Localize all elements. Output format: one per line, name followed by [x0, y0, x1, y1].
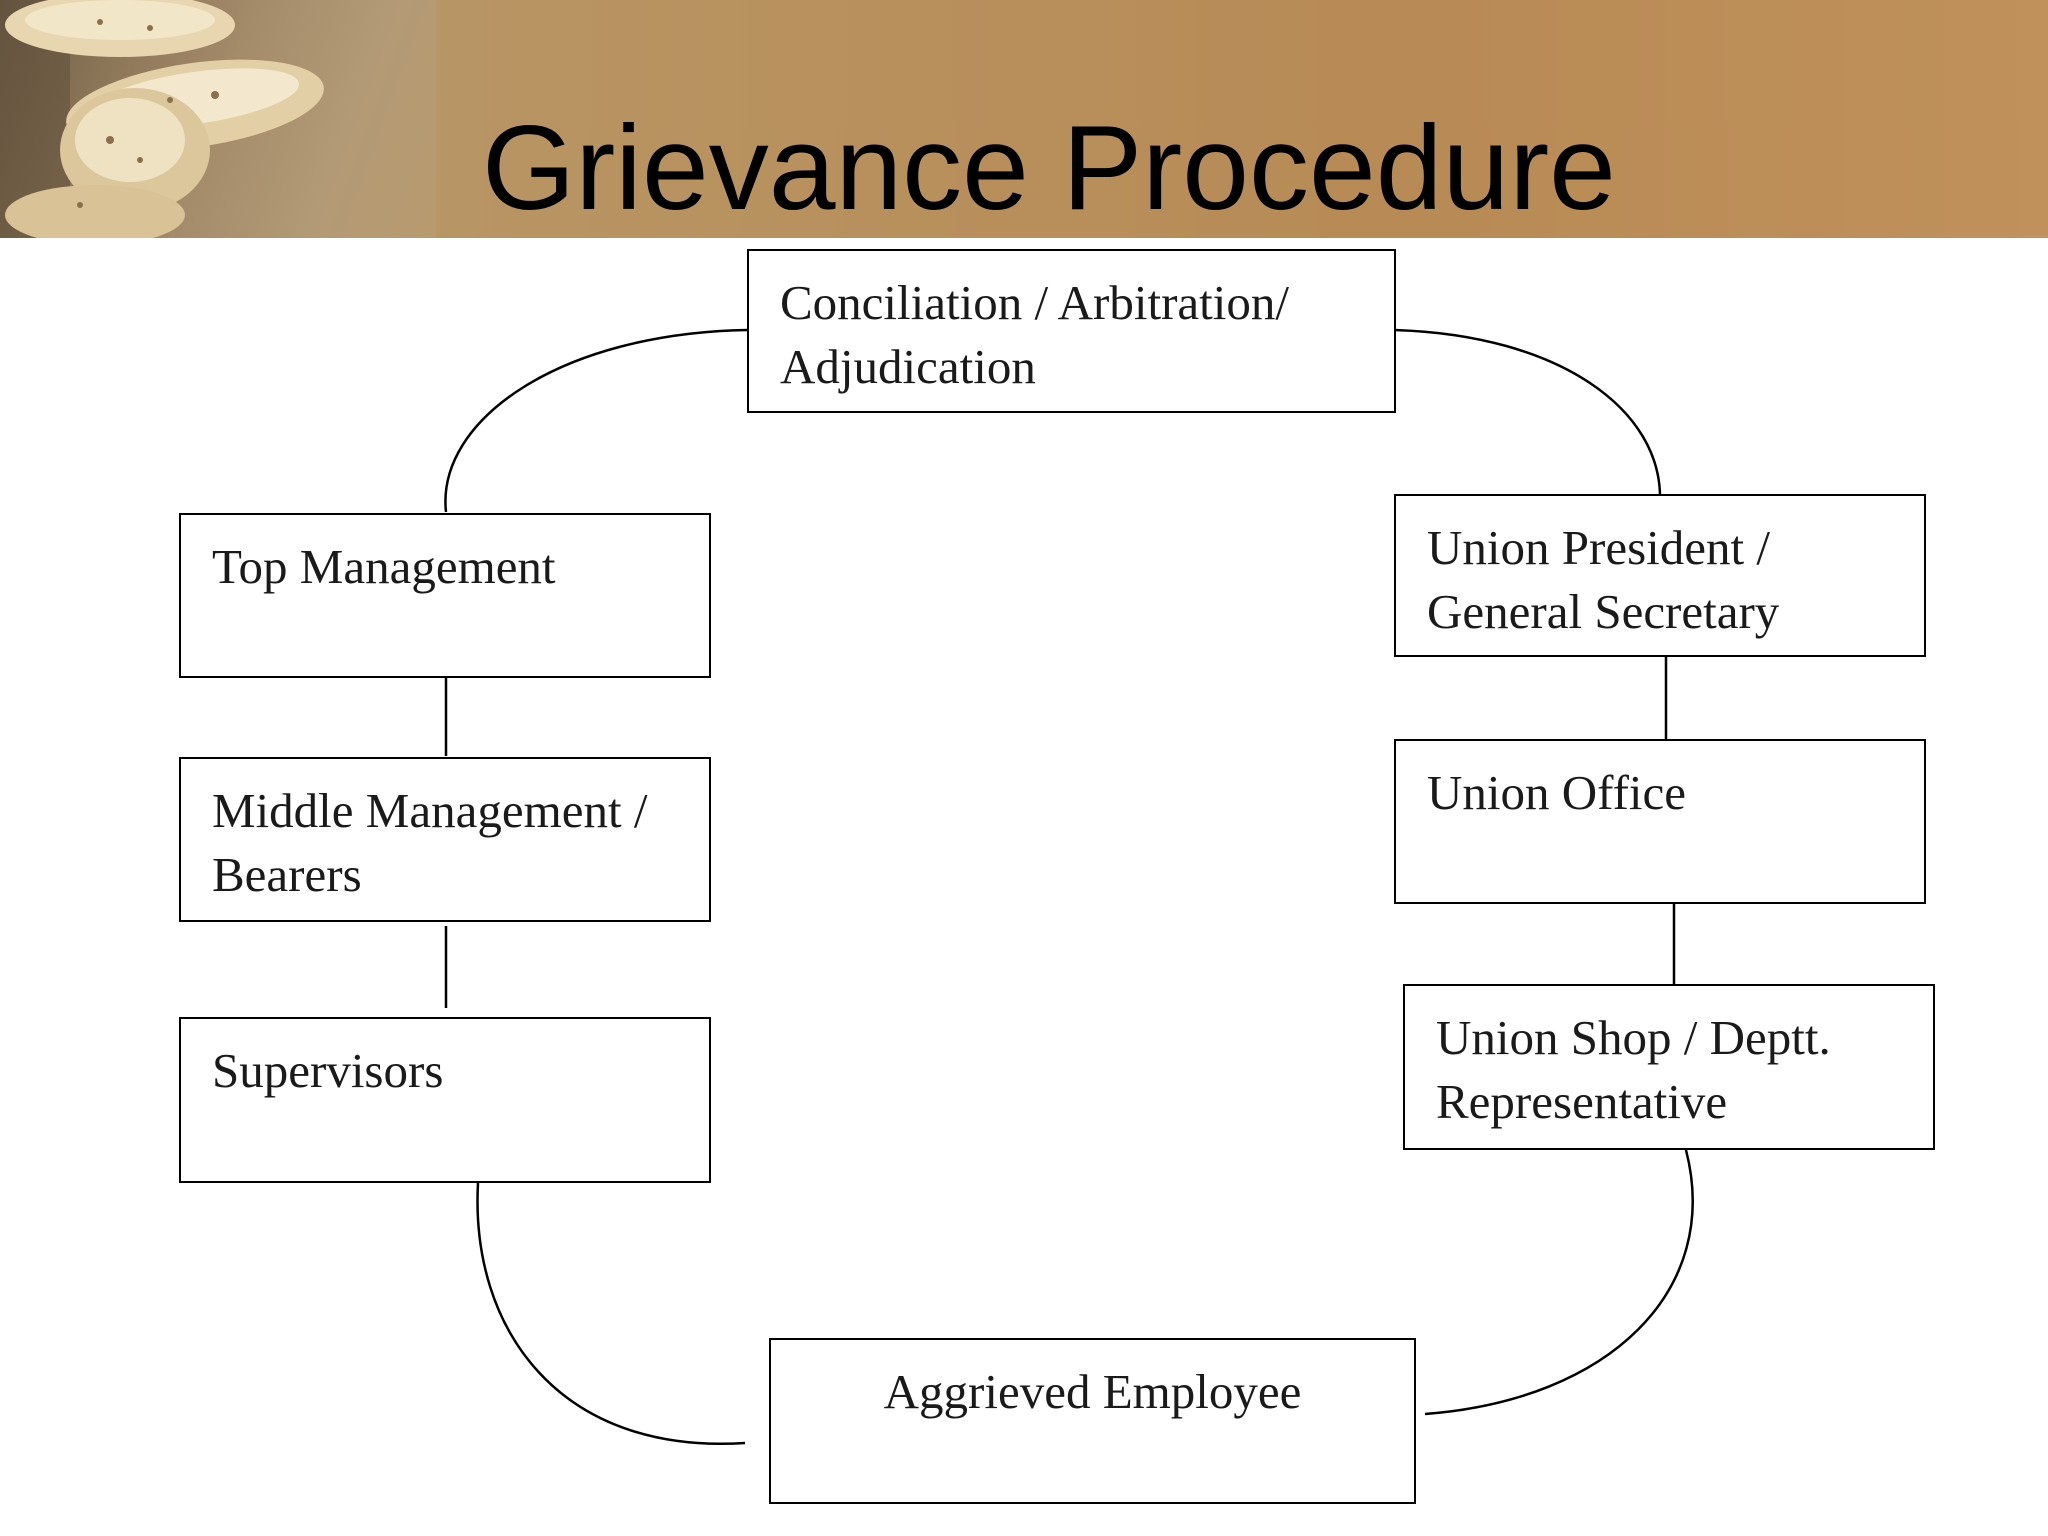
node-top-management-label: Top Management [212, 539, 556, 594]
connector-conciliation-to-union-president [1394, 328, 1662, 501]
node-union-shop-line-1: Union Shop / Deptt. [1436, 1010, 1831, 1065]
node-conciliation-line-1: Conciliation / Arbitration/ [780, 275, 1289, 330]
node-union-office: Union Office [1394, 739, 1926, 904]
node-supervisors-label: Supervisors [212, 1043, 444, 1098]
mushroom-photo [0, 0, 436, 238]
node-middle-management-line-1: Middle Management / [212, 783, 648, 838]
node-union-office-label: Union Office [1427, 765, 1686, 820]
connector-supervisors-to-aggrieved [476, 1182, 746, 1446]
connector-union-shop-to-aggrieved [1424, 1149, 1694, 1416]
slide-title: Grievance Procedure [482, 101, 1616, 235]
mushroom-illustration [0, 0, 324, 238]
node-conciliation-line-2: Adjudication [780, 339, 1036, 394]
node-supervisors: Supervisors [179, 1017, 711, 1183]
node-top-management: Top Management [179, 513, 711, 678]
node-union-shop-representative: Union Shop / Deptt. Representative [1403, 984, 1935, 1150]
node-conciliation-arbitration: Conciliation / Arbitration/ Adjudication [747, 249, 1396, 413]
node-union-president-line-2: General Secretary [1427, 584, 1780, 639]
node-union-president-line-1: Union President / [1427, 520, 1770, 575]
node-aggrieved-employee-label: Aggrieved Employee [883, 1364, 1302, 1419]
node-middle-management-line-2: Bearers [212, 847, 362, 902]
node-middle-management: Middle Management / Bearers [179, 757, 711, 922]
connector-top-management-to-conciliation [444, 328, 749, 513]
node-union-shop-line-2: Representative [1436, 1074, 1728, 1129]
node-aggrieved-employee: Aggrieved Employee [769, 1338, 1416, 1504]
node-union-president: Union President / General Secretary [1394, 494, 1926, 657]
title-banner: Grievance Procedure [0, 0, 2048, 238]
